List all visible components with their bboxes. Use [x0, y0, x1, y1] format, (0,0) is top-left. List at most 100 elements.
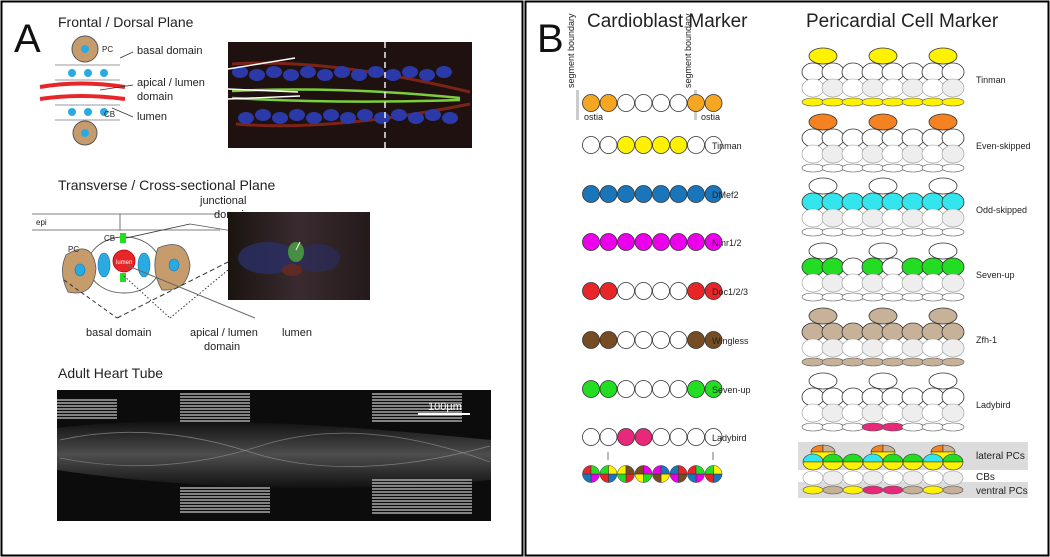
- cardioblast-cell: [599, 331, 618, 349]
- pc-ventral-cell: [841, 97, 865, 107]
- pc-cb-cell: [901, 128, 925, 148]
- legend-cb-cell: [802, 470, 824, 486]
- pc-ventral-cell: [901, 357, 925, 367]
- pc-lateral-cell: [808, 47, 838, 65]
- pc-cb-cell: [881, 257, 905, 277]
- frontal-apical-label-2: domain: [137, 91, 173, 103]
- pc-ventral-cell: [821, 422, 845, 432]
- summary-cell-sector: [590, 473, 600, 483]
- pc-ventral-cell: [821, 292, 845, 302]
- nucleus-top: [402, 66, 418, 78]
- pc-ventral-cell: [841, 422, 865, 432]
- pc-cb-cell: [941, 128, 965, 148]
- cardioblast-rows: TinmanDMef2Nmr1/2Doc1/2/3WinglessSeven-u…: [582, 94, 751, 446]
- pc-cb-cell: [901, 192, 925, 212]
- pericardial-legend: lateral PCs CBs ventral PCs: [798, 442, 1028, 498]
- nucleus-top: [232, 66, 248, 78]
- pc-lateral-cell: [868, 47, 898, 65]
- pc-cb-cell: [841, 322, 865, 342]
- cardioblast-cell: [634, 233, 653, 251]
- legend-cb-cell: [902, 470, 924, 486]
- pc-cb-cell: [941, 257, 965, 277]
- pc-ventral-cell: [941, 163, 965, 173]
- pc-lateral-cell: [928, 177, 958, 195]
- cardioblast-cell: [617, 282, 635, 300]
- pc-ventral-cell: [881, 292, 905, 302]
- summary-cell-sector: [669, 473, 679, 483]
- pc-cb-cell-lower: [801, 208, 825, 228]
- pc-cb-cell-lower: [861, 144, 885, 164]
- pc-ventral-cell: [861, 422, 885, 432]
- summary-cell-sector: [634, 473, 644, 483]
- cardioblast-cell: [687, 282, 705, 300]
- pc-cb-cell: [841, 62, 865, 82]
- legend-cb-cell: [942, 470, 964, 486]
- pc-ventral-cell: [921, 227, 945, 237]
- pc-cb-cell-lower: [921, 273, 945, 293]
- pc-cb-cell-lower: [901, 144, 925, 164]
- pc-cb-cell: [821, 62, 845, 82]
- summary-cell-sector: [678, 473, 688, 483]
- pc-ventral-cell: [941, 422, 965, 432]
- pc-row-label: Ladybird: [976, 400, 1011, 410]
- pc-cb-cell-lower: [941, 144, 965, 164]
- pc-cb-cell: [801, 192, 825, 212]
- cardioblast-cell: [582, 428, 600, 446]
- nucleus-bottom: [340, 112, 356, 124]
- cardioblast-cell: [704, 136, 723, 154]
- pc-lateral-cell: [928, 47, 958, 65]
- cardioblast-cell: [652, 185, 670, 203]
- summary-cell-sector: [704, 473, 714, 483]
- pc-cb-cell-lower: [881, 403, 905, 423]
- pc-lateral-cell: [808, 113, 838, 131]
- pc-cb-cell-lower: [881, 78, 905, 98]
- pc-ventral-cell: [861, 227, 885, 237]
- cardioblast-cell: [599, 94, 618, 112]
- pc-ventral-cell: [881, 163, 905, 173]
- cardioblast-cell: [652, 136, 670, 154]
- nucleus-bottom: [391, 109, 407, 121]
- cardioblast-cell: [704, 282, 723, 300]
- summary-cell-sector: [608, 473, 618, 483]
- pc-ventral-cell: [841, 163, 865, 173]
- pc-ventral-cell: [841, 357, 865, 367]
- pc-lateral-cell: [868, 372, 898, 390]
- pc-cb-cell-lower: [821, 208, 845, 228]
- summary-cell-sector: [660, 473, 670, 483]
- cardioblast-cell: [634, 282, 653, 300]
- legend-cb-sector: [942, 461, 964, 471]
- legend-ventral-cell: [802, 485, 824, 495]
- cardioblast-summary-row: [582, 452, 723, 483]
- pc-ventral-cell: [861, 292, 885, 302]
- pc-cb-cell-lower: [881, 144, 905, 164]
- legend-cb-sector: [942, 453, 964, 463]
- summary-cell-sector: [625, 465, 635, 475]
- cardioblast-cell: [617, 428, 635, 446]
- pc-cb-cell: [821, 257, 845, 277]
- pc-cb-cell-lower: [801, 78, 825, 98]
- pc-ventral-cell: [921, 357, 945, 367]
- pc-cb-cell-lower: [941, 273, 965, 293]
- nucleus-top: [249, 69, 265, 81]
- transverse-schematic: epi PC lumen CB junctional domain basal …: [32, 195, 312, 353]
- nucleus-top: [385, 69, 401, 81]
- adult-muscle-bands: [57, 393, 472, 514]
- cardioblast-cell: [704, 331, 723, 349]
- summary-cell-sector: [590, 465, 600, 475]
- pc-row-label: Tinman: [976, 75, 1006, 85]
- cardioblast-cell: [687, 233, 705, 251]
- pc-ventral-cell: [881, 97, 905, 107]
- pc-lateral-cell: [868, 113, 898, 131]
- summary-cell-sector: [625, 473, 635, 483]
- nucleus-top: [334, 66, 350, 78]
- cardioblast-cell: [704, 94, 723, 112]
- summary-cell-sector: [599, 473, 609, 483]
- pc-cb-cell-lower: [861, 78, 885, 98]
- panel-b-letter: B: [537, 17, 564, 61]
- pc-cb-cell-lower: [861, 273, 885, 293]
- cardioblast-cell: [634, 94, 653, 112]
- cardioblast-cell: [617, 94, 635, 112]
- summary-cell-sector: [599, 465, 609, 475]
- pc-ventral-cell: [801, 357, 825, 367]
- pc-cb-cell: [881, 62, 905, 82]
